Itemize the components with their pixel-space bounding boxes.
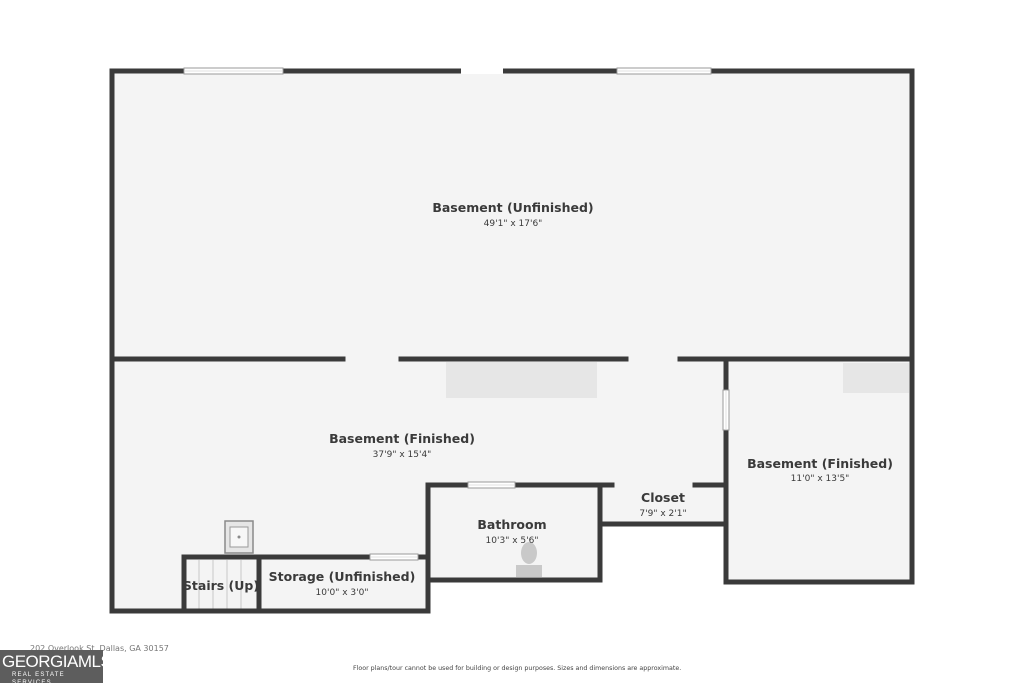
room-dims-closet: 7'9" x 2'1" [639, 509, 686, 519]
counter-fixture [446, 362, 597, 398]
floor-right-room [726, 360, 912, 582]
georgiamls-logo: GEORGIAMLS REAL ESTATE SERVICES [0, 650, 112, 686]
toilet-icon [516, 542, 542, 577]
walls [109, 68, 915, 614]
logo-sub-text: REAL ESTATE SERVICES [12, 672, 65, 686]
room-dims-basement-unfinished: 49'1" x 17'6" [484, 219, 543, 229]
room-name-stairs: Stairs (Up) [183, 578, 259, 593]
room-name-storage: Storage (Unfinished) [269, 569, 416, 584]
window-panes [184, 70, 727, 558]
sink-icon [224, 520, 254, 554]
room-dims-bathroom: 10'3" x 5'6" [486, 536, 539, 546]
room-name-basement-unfinished: Basement (Unfinished) [432, 200, 593, 215]
floor-closet [600, 485, 726, 525]
room-dims-basement-finished-left: 37'9" x 15'4" [373, 450, 432, 460]
room-name-bathroom: Bathroom [477, 517, 546, 532]
logo-main-text: GEORGIAMLS [2, 652, 112, 671]
stairs-icon [198, 560, 242, 609]
room-name-closet: Closet [641, 490, 685, 505]
room-name-basement-finished-right: Basement (Finished) [747, 456, 893, 471]
shelf-fixture [843, 363, 909, 393]
disclaimer-text: Floor plans/tour cannot be used for buil… [353, 665, 682, 672]
outside-area-right [726, 583, 926, 613]
floor-bathroom [428, 485, 600, 580]
room-dims-storage: 10'0" x 3'0" [316, 588, 369, 598]
room-name-basement-finished-left: Basement (Finished) [329, 431, 475, 446]
top-door-opening [461, 68, 503, 74]
property-address: 202 Overlook St, Dallas, GA 30157 [30, 644, 169, 653]
room-dims-basement-finished-right: 11'0" x 13'5" [791, 474, 850, 484]
